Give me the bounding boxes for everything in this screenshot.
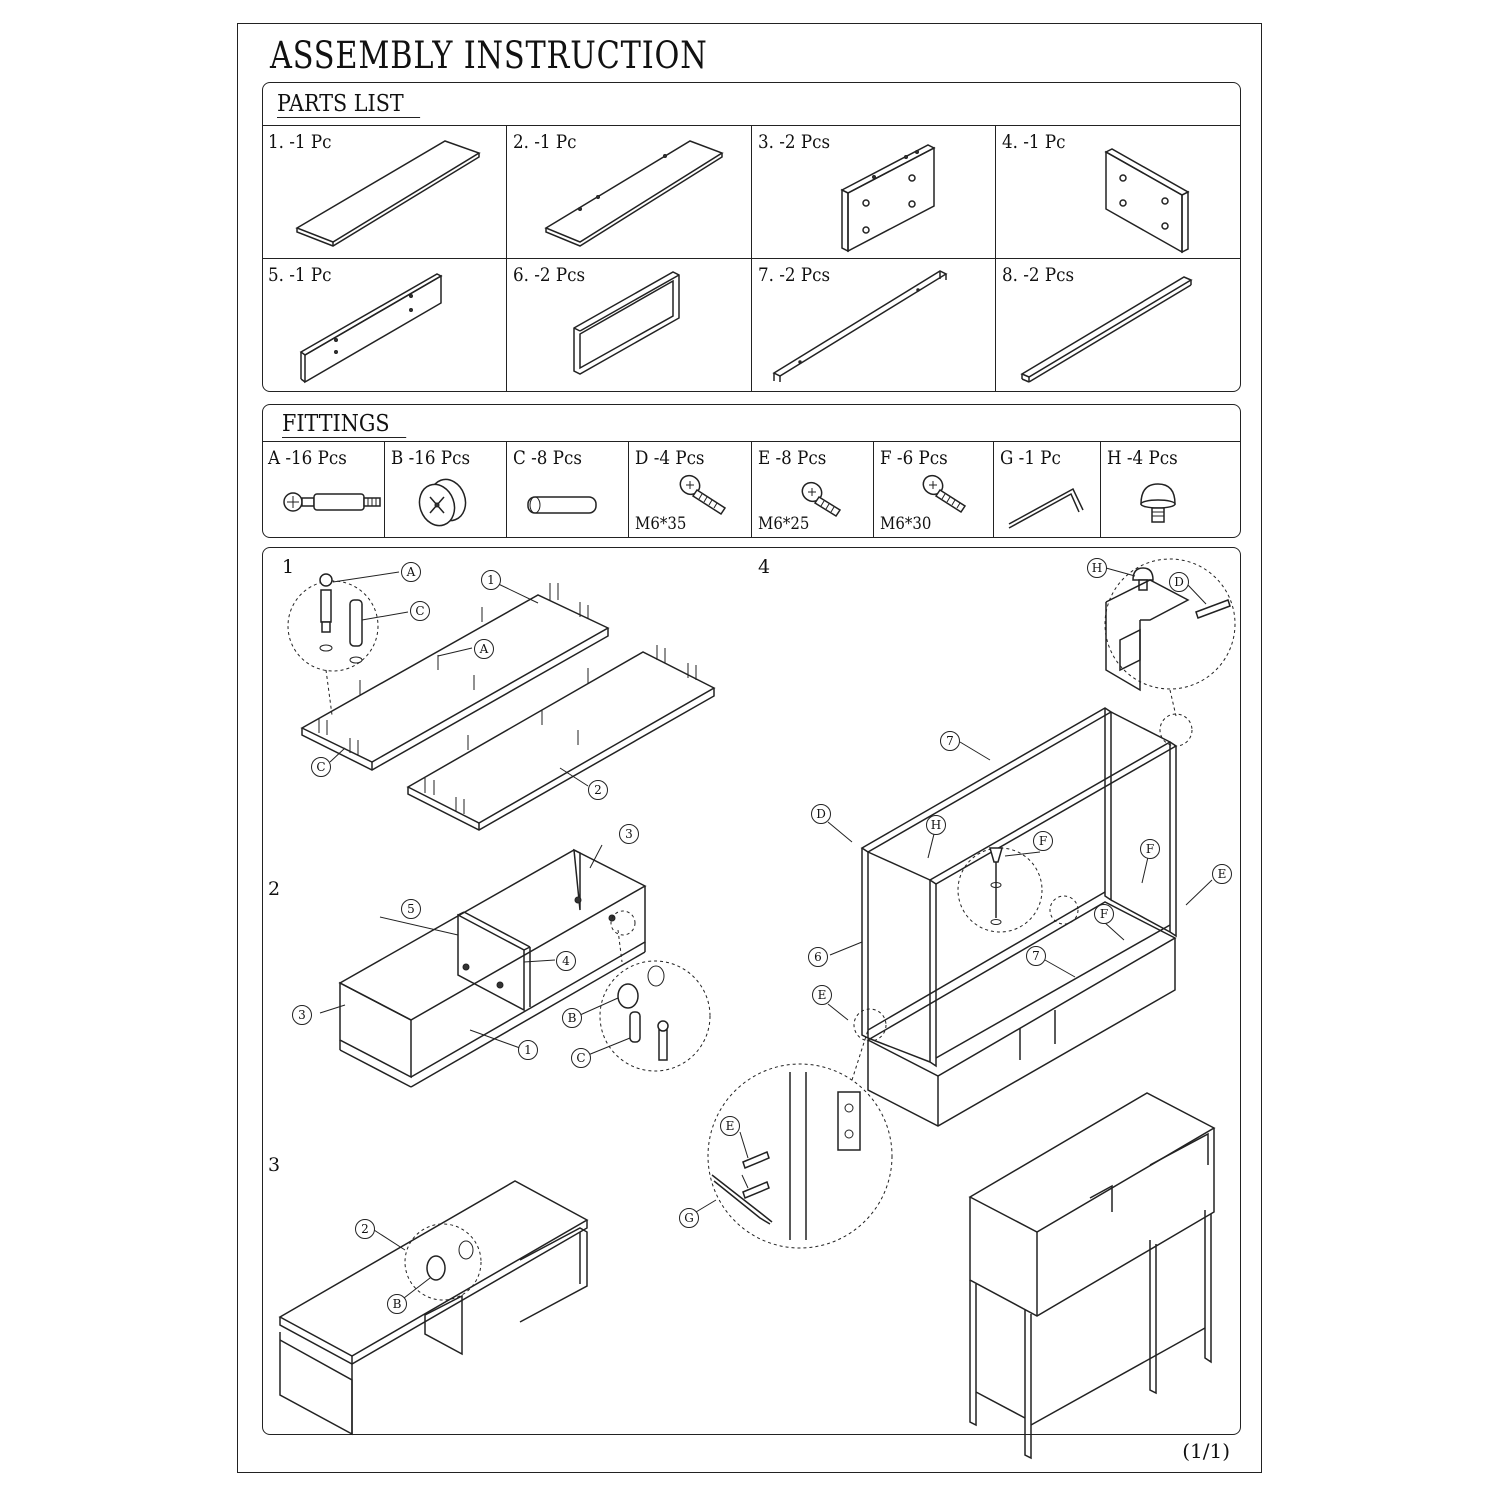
assembly-steps-panel: [262, 547, 1241, 1435]
callout-F: F: [1033, 831, 1053, 851]
part-1-label: 1. -1 Pc: [268, 131, 332, 153]
fittings-col-divider: [873, 442, 874, 537]
parts-col-divider: [506, 126, 507, 391]
callout-part-1: 1: [481, 570, 501, 590]
part-8-label: 8. -2 Pcs: [1002, 264, 1075, 286]
callout-part-7: 7: [940, 731, 960, 751]
parts-col-divider: [995, 126, 996, 391]
part-6-label: 6. -2 Pcs: [513, 264, 586, 286]
callout-D: D: [811, 804, 831, 824]
callout-A: A: [474, 639, 494, 659]
fitting-d-label: D -4 Pcs: [635, 447, 705, 469]
part-2-label: 2. -1 Pc: [513, 131, 577, 153]
fittings-col-divider: [506, 442, 507, 537]
callout-part-4: 4: [556, 951, 576, 971]
instruction-sheet: [237, 23, 1262, 1473]
step-1-number: 1: [282, 556, 295, 578]
callout-C: C: [410, 601, 430, 621]
callout-F: F: [1094, 904, 1114, 924]
callout-C: C: [311, 757, 331, 777]
callout-part-7: 7: [1026, 946, 1046, 966]
callout-part-3: 3: [619, 824, 639, 844]
callout-H: H: [926, 815, 946, 835]
fitting-g-label: G -1 Pc: [1000, 447, 1061, 469]
part-5-label: 5. -1 Pc: [268, 264, 332, 286]
fitting-b-label: B -16 Pcs: [391, 447, 471, 469]
step-4-number: 4: [758, 556, 771, 578]
callout-E: E: [720, 1116, 740, 1136]
callout-B: B: [562, 1008, 582, 1028]
parts-list-panel: [262, 82, 1241, 392]
fittings-col-divider: [628, 442, 629, 537]
callout-part-5: 5: [401, 899, 421, 919]
fittings-col-divider: [751, 442, 752, 537]
fitting-e-label: E -8 Pcs: [758, 447, 827, 469]
fitting-f-spec: M6*30: [880, 514, 932, 534]
fitting-e-spec: M6*25: [758, 514, 810, 534]
callout-E: E: [812, 985, 832, 1005]
callout-G: G: [679, 1208, 699, 1228]
page-number: (1/1): [1182, 1439, 1230, 1463]
callout-D: D: [1169, 572, 1189, 592]
callout-part-1: 1: [518, 1040, 538, 1060]
fittings-heading: FITTINGS: [282, 411, 406, 438]
fittings-panel: [262, 404, 1241, 538]
parts-header-divider: [263, 125, 1240, 126]
callout-part-2: 2: [588, 780, 608, 800]
page-title: ASSEMBLY INSTRUCTION: [270, 34, 708, 77]
callout-C: C: [571, 1048, 591, 1068]
part-4-label: 4. -1 Pc: [1002, 131, 1066, 153]
callout-A: A: [401, 562, 421, 582]
step-3-number: 3: [268, 1154, 281, 1176]
part-3-label: 3. -2 Pcs: [758, 131, 831, 153]
callout-F: F: [1140, 839, 1160, 859]
fitting-f-label: F -6 Pcs: [880, 447, 948, 469]
fitting-d-spec: M6*35: [635, 514, 687, 534]
parts-col-divider: [751, 126, 752, 391]
fittings-header-divider: [263, 441, 1240, 442]
fittings-col-divider: [1100, 442, 1101, 537]
callout-E: E: [1212, 864, 1232, 884]
callout-part-6: 6: [808, 947, 828, 967]
fitting-a-label: A -16 Pcs: [268, 447, 347, 469]
fittings-col-divider: [384, 442, 385, 537]
callout-part-3: 3: [292, 1005, 312, 1025]
callout-B: B: [387, 1294, 407, 1314]
part-7-label: 7. -2 Pcs: [758, 264, 831, 286]
parts-list-heading: PARTS LIST: [277, 91, 420, 118]
step-2-number: 2: [268, 878, 281, 900]
fitting-c-label: C -8 Pcs: [513, 447, 582, 469]
fittings-col-divider: [993, 442, 994, 537]
fitting-h-label: H -4 Pcs: [1107, 447, 1178, 469]
callout-H: H: [1087, 558, 1107, 578]
callout-part-2: 2: [355, 1219, 375, 1239]
